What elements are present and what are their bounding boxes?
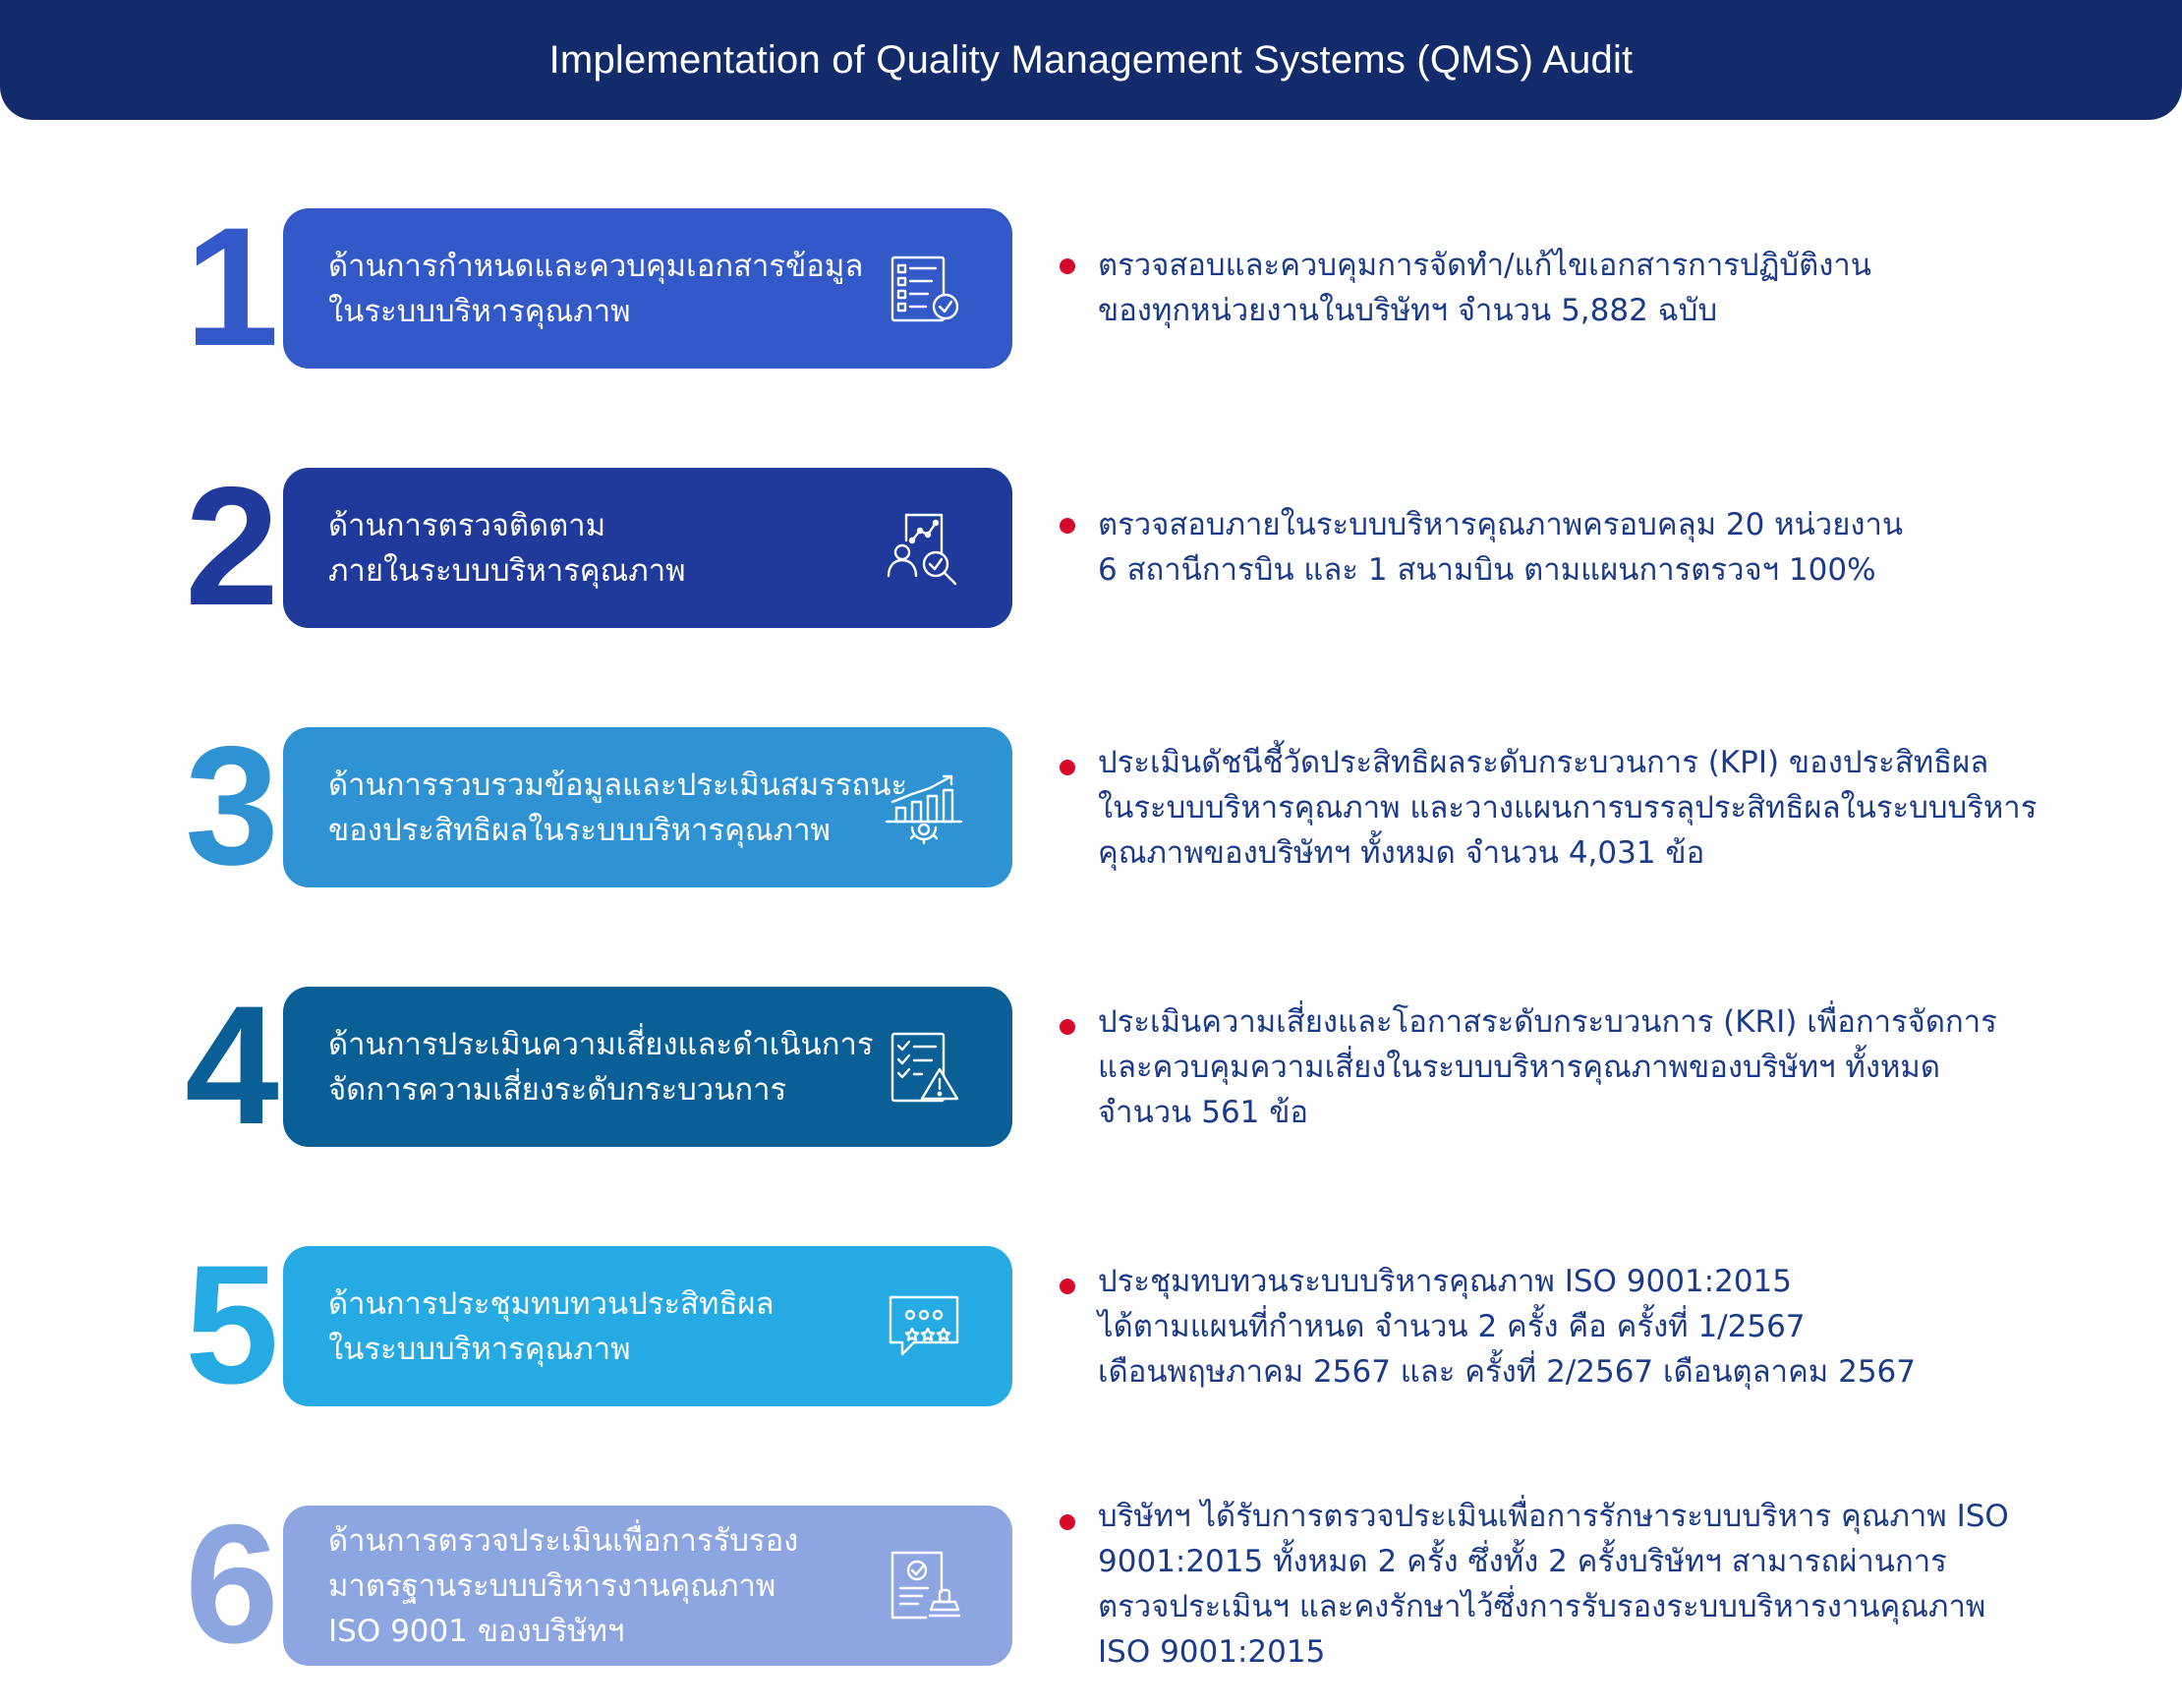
item-number: 3 — [185, 712, 279, 900]
item-title: ด้านการประชุมทบทวนประสิทธิผล ในระบบบริหา… — [328, 1246, 839, 1406]
description-line: และควบคุมความเสี่ยงในระบบบริหารคุณภาพของ… — [1098, 1050, 1940, 1085]
item-number: 4 — [185, 971, 279, 1160]
item-title: ด้านการกำหนดและควบคุมเอกสารข้อมูล ในระบบ… — [328, 208, 864, 369]
item-title: ด้านการตรวจประเมินเพื่อการรับรอง มาตรฐาน… — [328, 1506, 839, 1666]
description-line: ได้ตามแผนที่กำหนด จำนวน 2 ครั้ง คือ ครั้… — [1098, 1309, 1806, 1344]
item-title: ด้านการรวบรวมข้อมูลและประเมินสมรรถนะ ของ… — [328, 727, 908, 887]
description-line: ประเมินความเสี่ยงและโอกาสระดับกระบวนการ … — [1098, 1004, 1997, 1040]
description-line: คุณภาพของบริษัทฯ ทั้งหมด จำนวน 4,031 ข้อ — [1098, 835, 1705, 871]
item-title-line: ภายในระบบบริหารคุณภาพ — [328, 552, 686, 589]
audit-monitoring-icon — [887, 513, 957, 586]
item-number: 2 — [185, 452, 279, 641]
item-title-line: ด้านการประชุมทบทวนประสิทธิผล — [328, 1285, 775, 1322]
risk-checklist-warning-icon — [890, 1032, 959, 1103]
item-title-box: ด้านการรวบรวมข้อมูลและประเมินสมรรถนะ ของ… — [283, 727, 1012, 887]
item-title-line: ด้านการกำหนดและควบคุมเอกสารข้อมูล — [328, 248, 864, 284]
item-description: ประเมินความเสี่ยงและโอกาสระดับกระบวนการ … — [1098, 999, 2120, 1135]
item-description: ประเมินดัชนีชี้วัดประสิทธิผลระดับกระบวนก… — [1098, 740, 2120, 876]
item-title-line: ด้านการตรวจติดตาม — [328, 507, 606, 543]
description-line: ของทุกหน่วยงานในบริษัทฯ จำนวน 5,882 ฉบับ — [1098, 293, 1718, 328]
item-title-box: ด้านการตรวจติดตาม ภายในระบบบริหารคุณภาพ — [283, 468, 1012, 628]
description-line: ตรวจสอบภายในระบบบริหารคุณภาพครอบคลุม 20 … — [1098, 507, 1904, 542]
item-title-line: ISO 9001 ของบริษัทฯ — [328, 1613, 625, 1649]
bullet-dot — [1060, 258, 1075, 274]
description-line: ISO 9001:2015 — [1098, 1634, 1326, 1670]
item-title-box: ด้านการตรวจประเมินเพื่อการรับรอง มาตรฐาน… — [283, 1506, 1012, 1666]
description-line: เดือนพฤษภาคม 2567 และ ครั้งที่ 2/2567 เด… — [1098, 1354, 1916, 1390]
item-description: ตรวจสอบและควบคุมการจัดทำ/แก้ไขเอกสารการป… — [1098, 243, 2120, 333]
description-line: ในระบบบริหารคุณภาพ และวางแผนการบรรลุประส… — [1098, 790, 2038, 826]
description-line: 6 สถานีการบิน และ 1 สนามบิน ตามแผนการตรว… — [1098, 552, 1876, 588]
item-title-box: ด้านการประชุมทบทวนประสิทธิผล ในระบบบริหา… — [283, 1246, 1012, 1406]
description-line: จำนวน 561 ข้อ — [1098, 1095, 1309, 1130]
item-number: 5 — [185, 1230, 279, 1419]
bullet-dot — [1060, 760, 1075, 775]
document-checklist-icon — [890, 256, 959, 322]
item-description: บริษัทฯ ได้รับการตรวจประเมินเพื่อการรักษ… — [1098, 1494, 2120, 1675]
item-number: 6 — [185, 1490, 279, 1679]
item-description: ประชุมทบทวนระบบบริหารคุณภาพ ISO 9001:201… — [1098, 1259, 2120, 1395]
item-title-line: มาตรฐานระบบบริหารงานคุณภาพ — [328, 1567, 776, 1604]
item-title-line: ในระบบบริหารคุณภาพ — [328, 1331, 631, 1367]
item-title-line: ด้านการรวบรวมข้อมูลและประเมินสมรรถนะ — [328, 767, 908, 803]
item-title-line: ในระบบบริหารคุณภาพ — [328, 293, 631, 329]
description-line: ตรวจประเมินฯ และคงรักษาไว้ซึ่งการรับรองร… — [1098, 1589, 1986, 1624]
bullet-dot — [1060, 1514, 1075, 1530]
bullet-dot — [1060, 1019, 1075, 1035]
item-description: ตรวจสอบภายในระบบบริหารคุณภาพครอบคลุม 20 … — [1098, 502, 2120, 593]
item-title: ด้านการตรวจติดตาม ภายในระบบบริหารคุณภาพ — [328, 468, 839, 628]
description-line: บริษัทฯ ได้รับการตรวจประเมินเพื่อการรักษ… — [1098, 1499, 2009, 1534]
page-title: Implementation of Quality Management Sys… — [548, 37, 1634, 82]
item-title-line: ด้านการประเมินความเสี่ยงและดำเนินการ — [328, 1026, 874, 1062]
header-banner: Implementation of Quality Management Sys… — [0, 0, 2182, 120]
performance-chart-gear-icon — [885, 774, 963, 845]
description-line: ประเมินดัชนีชี้วัดประสิทธิผลระดับกระบวนก… — [1098, 745, 1989, 780]
description-line: ประชุมทบทวนระบบบริหารคุณภาพ ISO 9001:201… — [1098, 1264, 1793, 1299]
review-rating-icon — [889, 1295, 959, 1356]
certificate-stamp-icon — [890, 1551, 961, 1620]
item-title-line: จัดการความเสี่ยงระดับกระบวนการ — [328, 1071, 787, 1108]
item-number: 1 — [185, 193, 279, 381]
item-title-line: ด้านการตรวจประเมินเพื่อการรับรอง — [328, 1522, 799, 1559]
item-title-box: ด้านการประเมินความเสี่ยงและดำเนินการ จัด… — [283, 987, 1012, 1147]
description-line: ตรวจสอบและควบคุมการจัดทำ/แก้ไขเอกสารการป… — [1098, 248, 1871, 283]
bullet-dot — [1060, 518, 1075, 534]
item-title-line: ของประสิทธิผลในระบบบริหารคุณภาพ — [328, 812, 831, 848]
description-line: 9001:2015 ทั้งหมด 2 ครั้ง ซึ่งทั้ง 2 ครั… — [1098, 1544, 1947, 1579]
item-title: ด้านการประเมินความเสี่ยงและดำเนินการ จัด… — [328, 987, 874, 1147]
bullet-dot — [1060, 1279, 1075, 1294]
item-title-box: ด้านการกำหนดและควบคุมเอกสารข้อมูล ในระบบ… — [283, 208, 1012, 369]
